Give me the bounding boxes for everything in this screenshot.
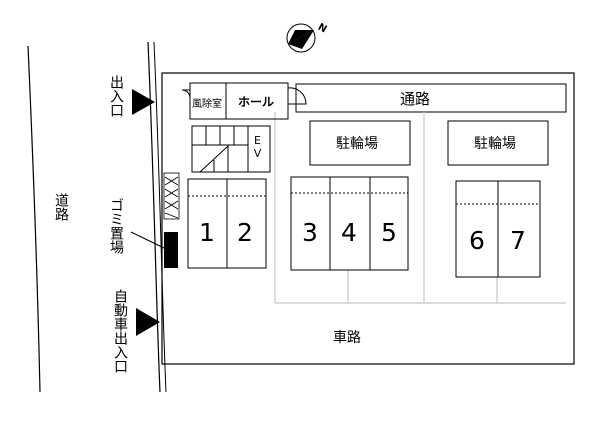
hall-label: ホール <box>238 95 275 109</box>
property-boundary <box>161 72 575 365</box>
parking-group-b <box>290 176 409 271</box>
vehicle-entrance-label: 自動車出入口 <box>112 289 128 373</box>
windbreak-room-label: 風除室 <box>192 99 222 110</box>
bicycle-parking-right-box <box>447 120 549 166</box>
parking-space-6: 6 <box>469 226 485 255</box>
building <box>181 82 307 173</box>
entry-door-arc <box>181 89 191 99</box>
parking-space-1: 1 <box>199 218 215 247</box>
passage-label: 通路 <box>400 90 431 108</box>
parking-group-c <box>455 180 541 278</box>
pedestrian-entrance-arrow <box>132 89 155 115</box>
hall-door-arc <box>287 87 307 105</box>
parking-space-4: 4 <box>341 218 357 247</box>
road-edge-right-inner <box>153 41 167 393</box>
elevator-shaft <box>247 125 271 173</box>
road-edge-left <box>27 45 41 393</box>
elevator-label: EV <box>251 134 264 160</box>
parking-space-3: 3 <box>302 218 318 247</box>
passage-strip <box>295 83 567 113</box>
bicycle-parking-left-label: 駐輪場 <box>336 136 378 152</box>
parking-space-2: 2 <box>237 218 253 247</box>
parking-space-5: 5 <box>381 218 397 247</box>
bicycle-parking-right-label: 駐輪場 <box>474 136 516 152</box>
garbage-leader <box>130 231 165 249</box>
parking-group-a <box>187 178 267 269</box>
vehicle-entrance-arrow <box>136 308 160 336</box>
garbage-label: ゴミ置場 <box>108 198 124 254</box>
left-road-label: 道路 <box>53 193 69 221</box>
hedge-planter <box>163 172 180 220</box>
bicycle-parking-left-box <box>309 120 411 166</box>
parking-grid <box>274 112 566 304</box>
drive-lane-label: 車路 <box>333 330 361 346</box>
road-edge-right <box>147 41 161 393</box>
north-arrow-icon <box>286 23 316 53</box>
parking-space-7: 7 <box>510 226 526 255</box>
pedestrian-entrance-label: 出入口 <box>108 75 124 117</box>
hall <box>225 82 289 120</box>
garbage-box <box>164 232 178 268</box>
